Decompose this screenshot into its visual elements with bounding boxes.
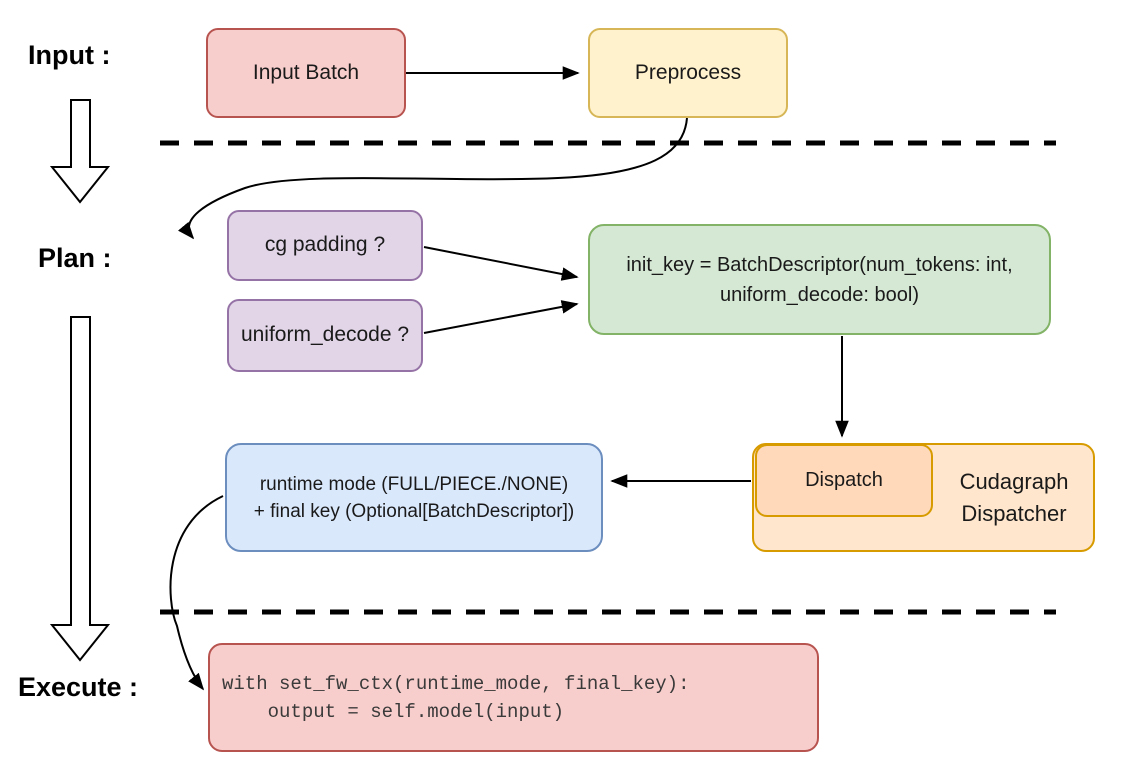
arrow-cgpadding-to-initkey (423, 246, 579, 281)
node-execute-code: with set_fw_ctx(runtime_mode, final_key)… (208, 643, 819, 752)
cudagraph-dispatcher-line2: Dispatcher (961, 500, 1067, 526)
node-cudagraph-dispatcher-label: Cudagraph Dispatcher (933, 443, 1095, 552)
node-uniform-decode-label: uniform_decode ? (240, 323, 410, 347)
node-preprocess-label: Preprocess (634, 60, 742, 84)
cudagraph-dispatcher-line1: Cudagraph (959, 468, 1069, 494)
node-cg-padding: cg padding ? (227, 210, 423, 281)
node-runtime-mode: runtime mode (FULL/PIECE./NONE) + final … (225, 443, 603, 552)
node-uniform-decode: uniform_decode ? (227, 299, 423, 372)
node-dispatch-label: Dispatch (805, 469, 883, 491)
node-input-batch-label: Input Batch (252, 60, 360, 84)
arrow-preprocess-to-cgpadding (177, 117, 688, 240)
node-cg-padding-label: cg padding ? (264, 233, 386, 257)
stage-label-plan: Plan : (38, 243, 112, 273)
stage-arrow-plan-to-execute (49, 316, 111, 662)
node-runtime-mode-line2: + final key (Optional[BatchDescriptor]) (253, 500, 575, 522)
node-init-key-line2: uniform_decode: bool) (719, 283, 919, 306)
node-init-key: init_key = BatchDescriptor(num_tokens: i… (588, 224, 1051, 335)
arrow-runtimemode-to-executecode (169, 495, 224, 691)
node-runtime-mode-line1: runtime mode (FULL/PIECE./NONE) (259, 473, 569, 495)
node-input-batch: Input Batch (206, 28, 406, 118)
execute-code-line2: output = self.model(input) (222, 700, 565, 723)
stage-arrow-input-to-plan (49, 99, 111, 204)
node-preprocess: Preprocess (588, 28, 788, 118)
arrow-uniformdecode-to-initkey (423, 300, 579, 334)
execute-code-line1: with set_fw_ctx(runtime_mode, final_key)… (222, 672, 690, 695)
node-init-key-line1: init_key = BatchDescriptor(num_tokens: i… (626, 253, 1013, 276)
stage-label-execute: Execute : (18, 672, 139, 702)
stage-label-input: Input : (28, 40, 111, 70)
node-dispatch: Dispatch (755, 444, 933, 517)
